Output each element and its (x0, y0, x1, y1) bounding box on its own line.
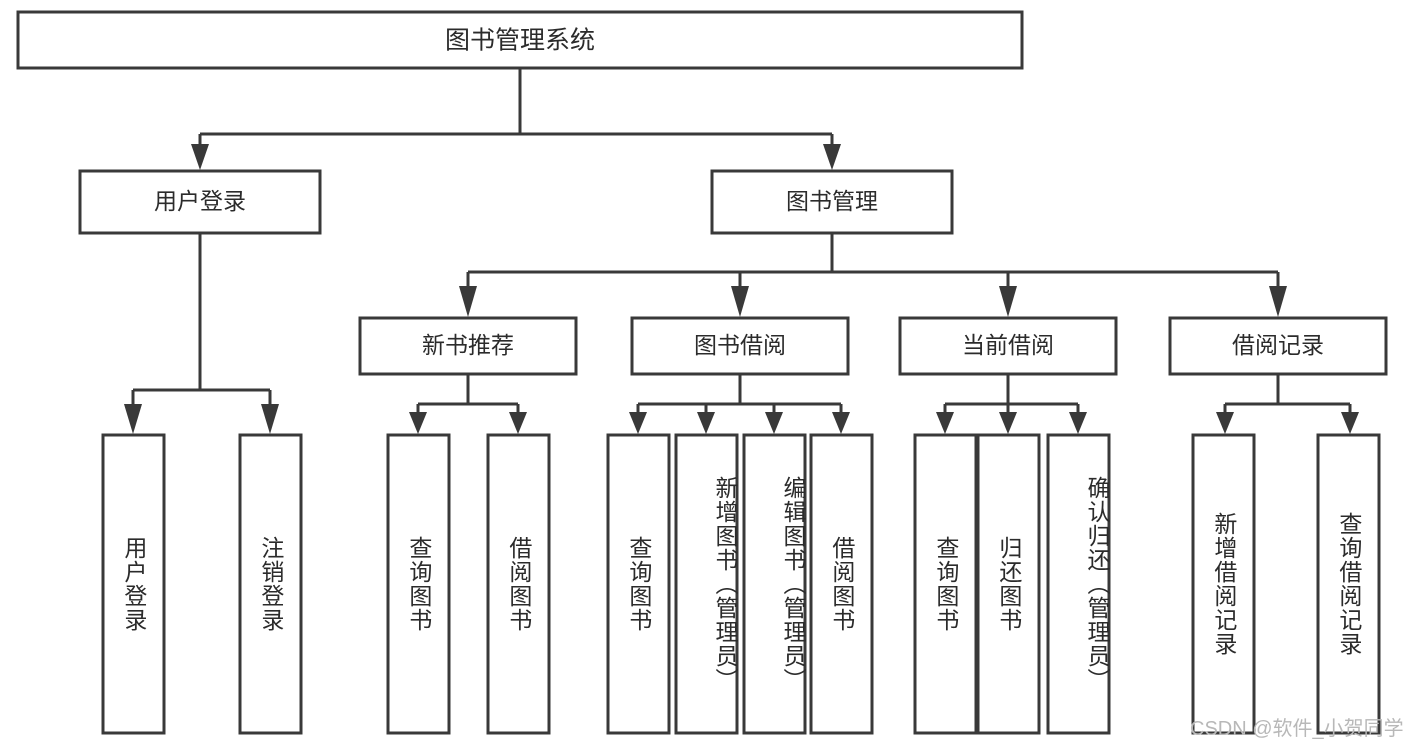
node-borrow-record-label: 借阅记录 (1232, 332, 1324, 358)
connector-userlogin-to-leaves (124, 233, 279, 434)
leaf-box-add-borrow-record[interactable] (1191, 433, 1256, 735)
connector-bookborrow-to-leaves (629, 374, 850, 434)
leaf-box-borrow-book-recommend[interactable] (486, 433, 551, 735)
node-root-label: 图书管理系统 (445, 27, 595, 55)
node-book-management-box[interactable] (710, 169, 954, 235)
leaf-box-edit-book-admin[interactable] (742, 433, 807, 735)
connector-bookmgmt-to-level3 (459, 233, 1287, 317)
watermark-text: CSDN @软件_小贺同学 (1190, 718, 1404, 740)
node-book-management-label: 图书管理 (786, 188, 878, 214)
connector-root-to-level2 (191, 68, 841, 170)
leaf-box-add-book-admin[interactable] (674, 433, 739, 735)
connector-newbook-to-leaves (409, 374, 527, 434)
node-book-borrow-box[interactable] (630, 316, 850, 376)
node-user-login-label: 用户登录 (154, 188, 246, 214)
connector-currentborrow-to-leaves (936, 374, 1087, 434)
leaf-box-return-book[interactable] (976, 433, 1041, 735)
leaf-box-borrow-book[interactable] (809, 433, 874, 735)
connector-borrowrecord-to-leaves (1216, 374, 1359, 434)
node-current-borrow-label: 当前借阅 (962, 332, 1054, 358)
node-root-box[interactable] (16, 10, 1024, 70)
node-new-book-recommend-label: 新书推荐 (422, 332, 514, 358)
node-current-borrow-box[interactable] (898, 316, 1118, 376)
node-borrow-record-box[interactable] (1168, 316, 1388, 376)
leaf-box-logout[interactable] (238, 433, 303, 735)
node-user-login-box[interactable] (78, 169, 322, 235)
leaf-box-query-book-current[interactable] (913, 433, 978, 735)
node-new-book-recommend-box[interactable] (358, 316, 578, 376)
leaf-box-query-borrow-record[interactable] (1316, 433, 1381, 735)
leaf-box-query-book-borrow[interactable] (606, 433, 671, 735)
leaf-box-user-login[interactable] (101, 433, 166, 735)
node-book-borrow-label: 图书借阅 (694, 332, 786, 358)
leaf-box-query-book-recommend[interactable] (386, 433, 451, 735)
leaf-box-confirm-return-admin[interactable] (1046, 433, 1111, 735)
